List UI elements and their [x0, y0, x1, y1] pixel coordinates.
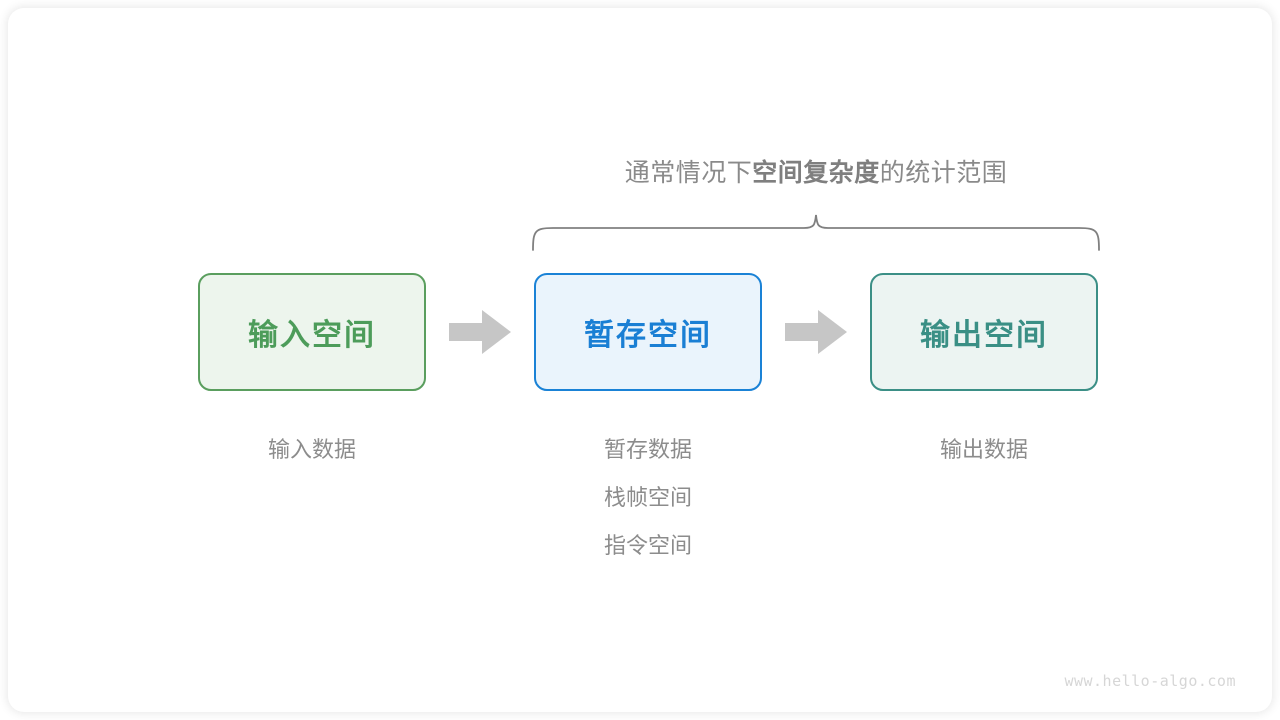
caption-temp-column: 暂存数据 栈帧空间 指令空间: [534, 426, 762, 570]
arrow-right-icon: [449, 310, 511, 354]
curly-brace-icon: [532, 214, 1100, 251]
box-input-space: 输入空间: [198, 273, 426, 391]
slide-frame: 通常情况下空间复杂度的统计范围 输入空间 暂存空间 输出空间 输入数据 暂存数据: [8, 8, 1272, 712]
caption-line: 栈帧空间: [603, 485, 692, 510]
caption-line: 暂存数据: [603, 437, 692, 462]
scope-label-prefix: 通常情况下: [624, 159, 753, 187]
caption-line: 指令空间: [603, 533, 692, 558]
caption-input-column: 输入数据: [198, 426, 426, 474]
box-output-space: 输出空间: [870, 273, 1098, 391]
caption-line: 输入数据: [267, 437, 356, 462]
box-temp-space-label: 暂存空间: [584, 319, 712, 352]
scope-label-suffix: 的统计范围: [879, 159, 1008, 187]
scope-label-emphasis: 空间复杂度: [752, 159, 880, 187]
box-input-space-label: 输入空间: [248, 319, 376, 352]
watermark: www.hello-algo.com: [1064, 672, 1236, 690]
arrow-right-icon: [785, 310, 847, 354]
box-temp-space: 暂存空间: [534, 273, 762, 391]
caption-line: 输出数据: [939, 437, 1028, 462]
box-output-space-label: 输出空间: [920, 319, 1048, 352]
caption-output-column: 输出数据: [870, 426, 1098, 474]
scope-label: 通常情况下空间复杂度的统计范围: [528, 153, 1104, 189]
